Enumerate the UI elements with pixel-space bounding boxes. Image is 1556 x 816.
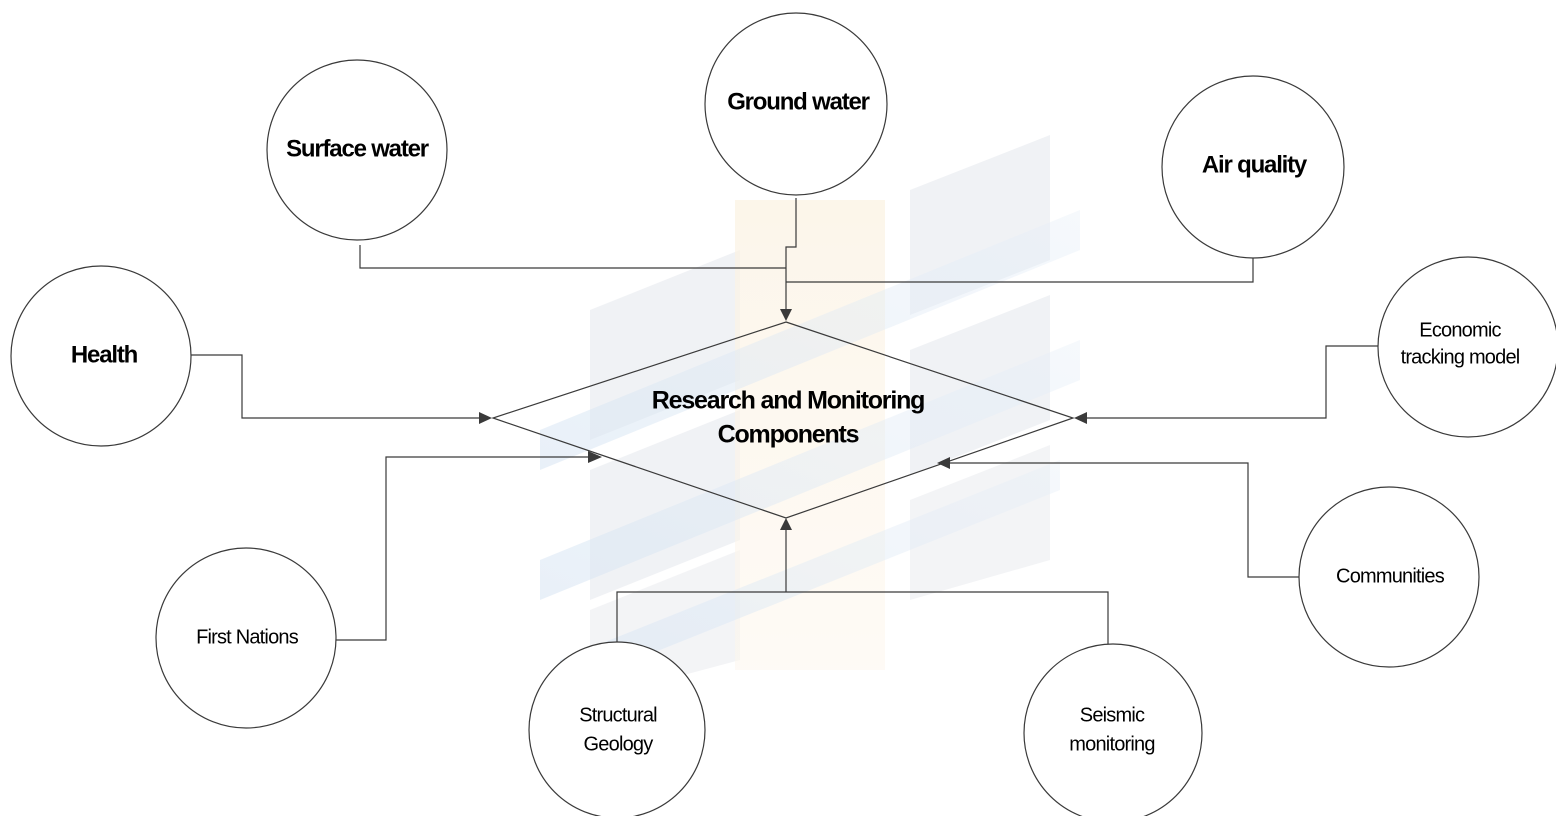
- arrowhead-lower-left: [588, 451, 602, 463]
- connectors: [190, 198, 1380, 652]
- connector-surface-water: [359, 245, 786, 269]
- node-health-label: Health: [71, 341, 138, 368]
- node-seismic: Seismic monitoring: [1023, 643, 1203, 816]
- connector-air-quality: [786, 258, 1254, 283]
- node-structural-geology: Structural Geology: [528, 641, 706, 816]
- node-seismic-label-line1: Seismic: [1080, 704, 1145, 726]
- connector-first-nations: [336, 456, 590, 641]
- center-label-line2: Components: [718, 421, 859, 449]
- arrowhead-bottom: [780, 518, 792, 530]
- center-label-line1: Research and Monitoring: [652, 387, 924, 415]
- connector-economic: [1086, 345, 1380, 419]
- center-node: Research and Monitoring Components: [491, 321, 1075, 519]
- node-first-nations-label: First Nations: [196, 626, 299, 648]
- node-structural-geology-label-line2: Geology: [584, 733, 654, 755]
- arrowhead-right: [1074, 412, 1087, 424]
- connector-communities: [948, 462, 1300, 578]
- node-first-nations: First Nations: [155, 547, 337, 729]
- node-seismic-label-line2: monitoring: [1069, 733, 1154, 755]
- connector-ground-water: [785, 198, 797, 310]
- connector-health: [190, 354, 480, 419]
- node-ground-water-label: Ground water: [727, 88, 869, 115]
- node-economic: Economic tracking model: [1377, 256, 1556, 438]
- node-economic-label-line2: tracking model: [1401, 346, 1520, 368]
- node-communities: Communities: [1298, 486, 1480, 668]
- node-ground-water: Ground water: [704, 12, 888, 196]
- node-surface-water-label: Surface water: [286, 135, 429, 162]
- node-surface-water: Surface water: [266, 59, 448, 241]
- node-economic-label-line1: Economic: [1419, 319, 1501, 341]
- node-health: Health: [10, 265, 192, 447]
- background-watermark: [520, 135, 1080, 720]
- arrowhead-left: [479, 412, 492, 424]
- center-diamond: [491, 321, 1075, 519]
- connector-structural-geology: [616, 591, 1109, 652]
- node-communities-label: Communities: [1336, 565, 1445, 587]
- node-structural-geology-label-line1: Structural: [579, 704, 657, 726]
- arrowhead-top: [780, 309, 792, 321]
- node-air-quality: Air quality: [1161, 75, 1345, 259]
- node-air-quality-label: Air quality: [1202, 151, 1308, 178]
